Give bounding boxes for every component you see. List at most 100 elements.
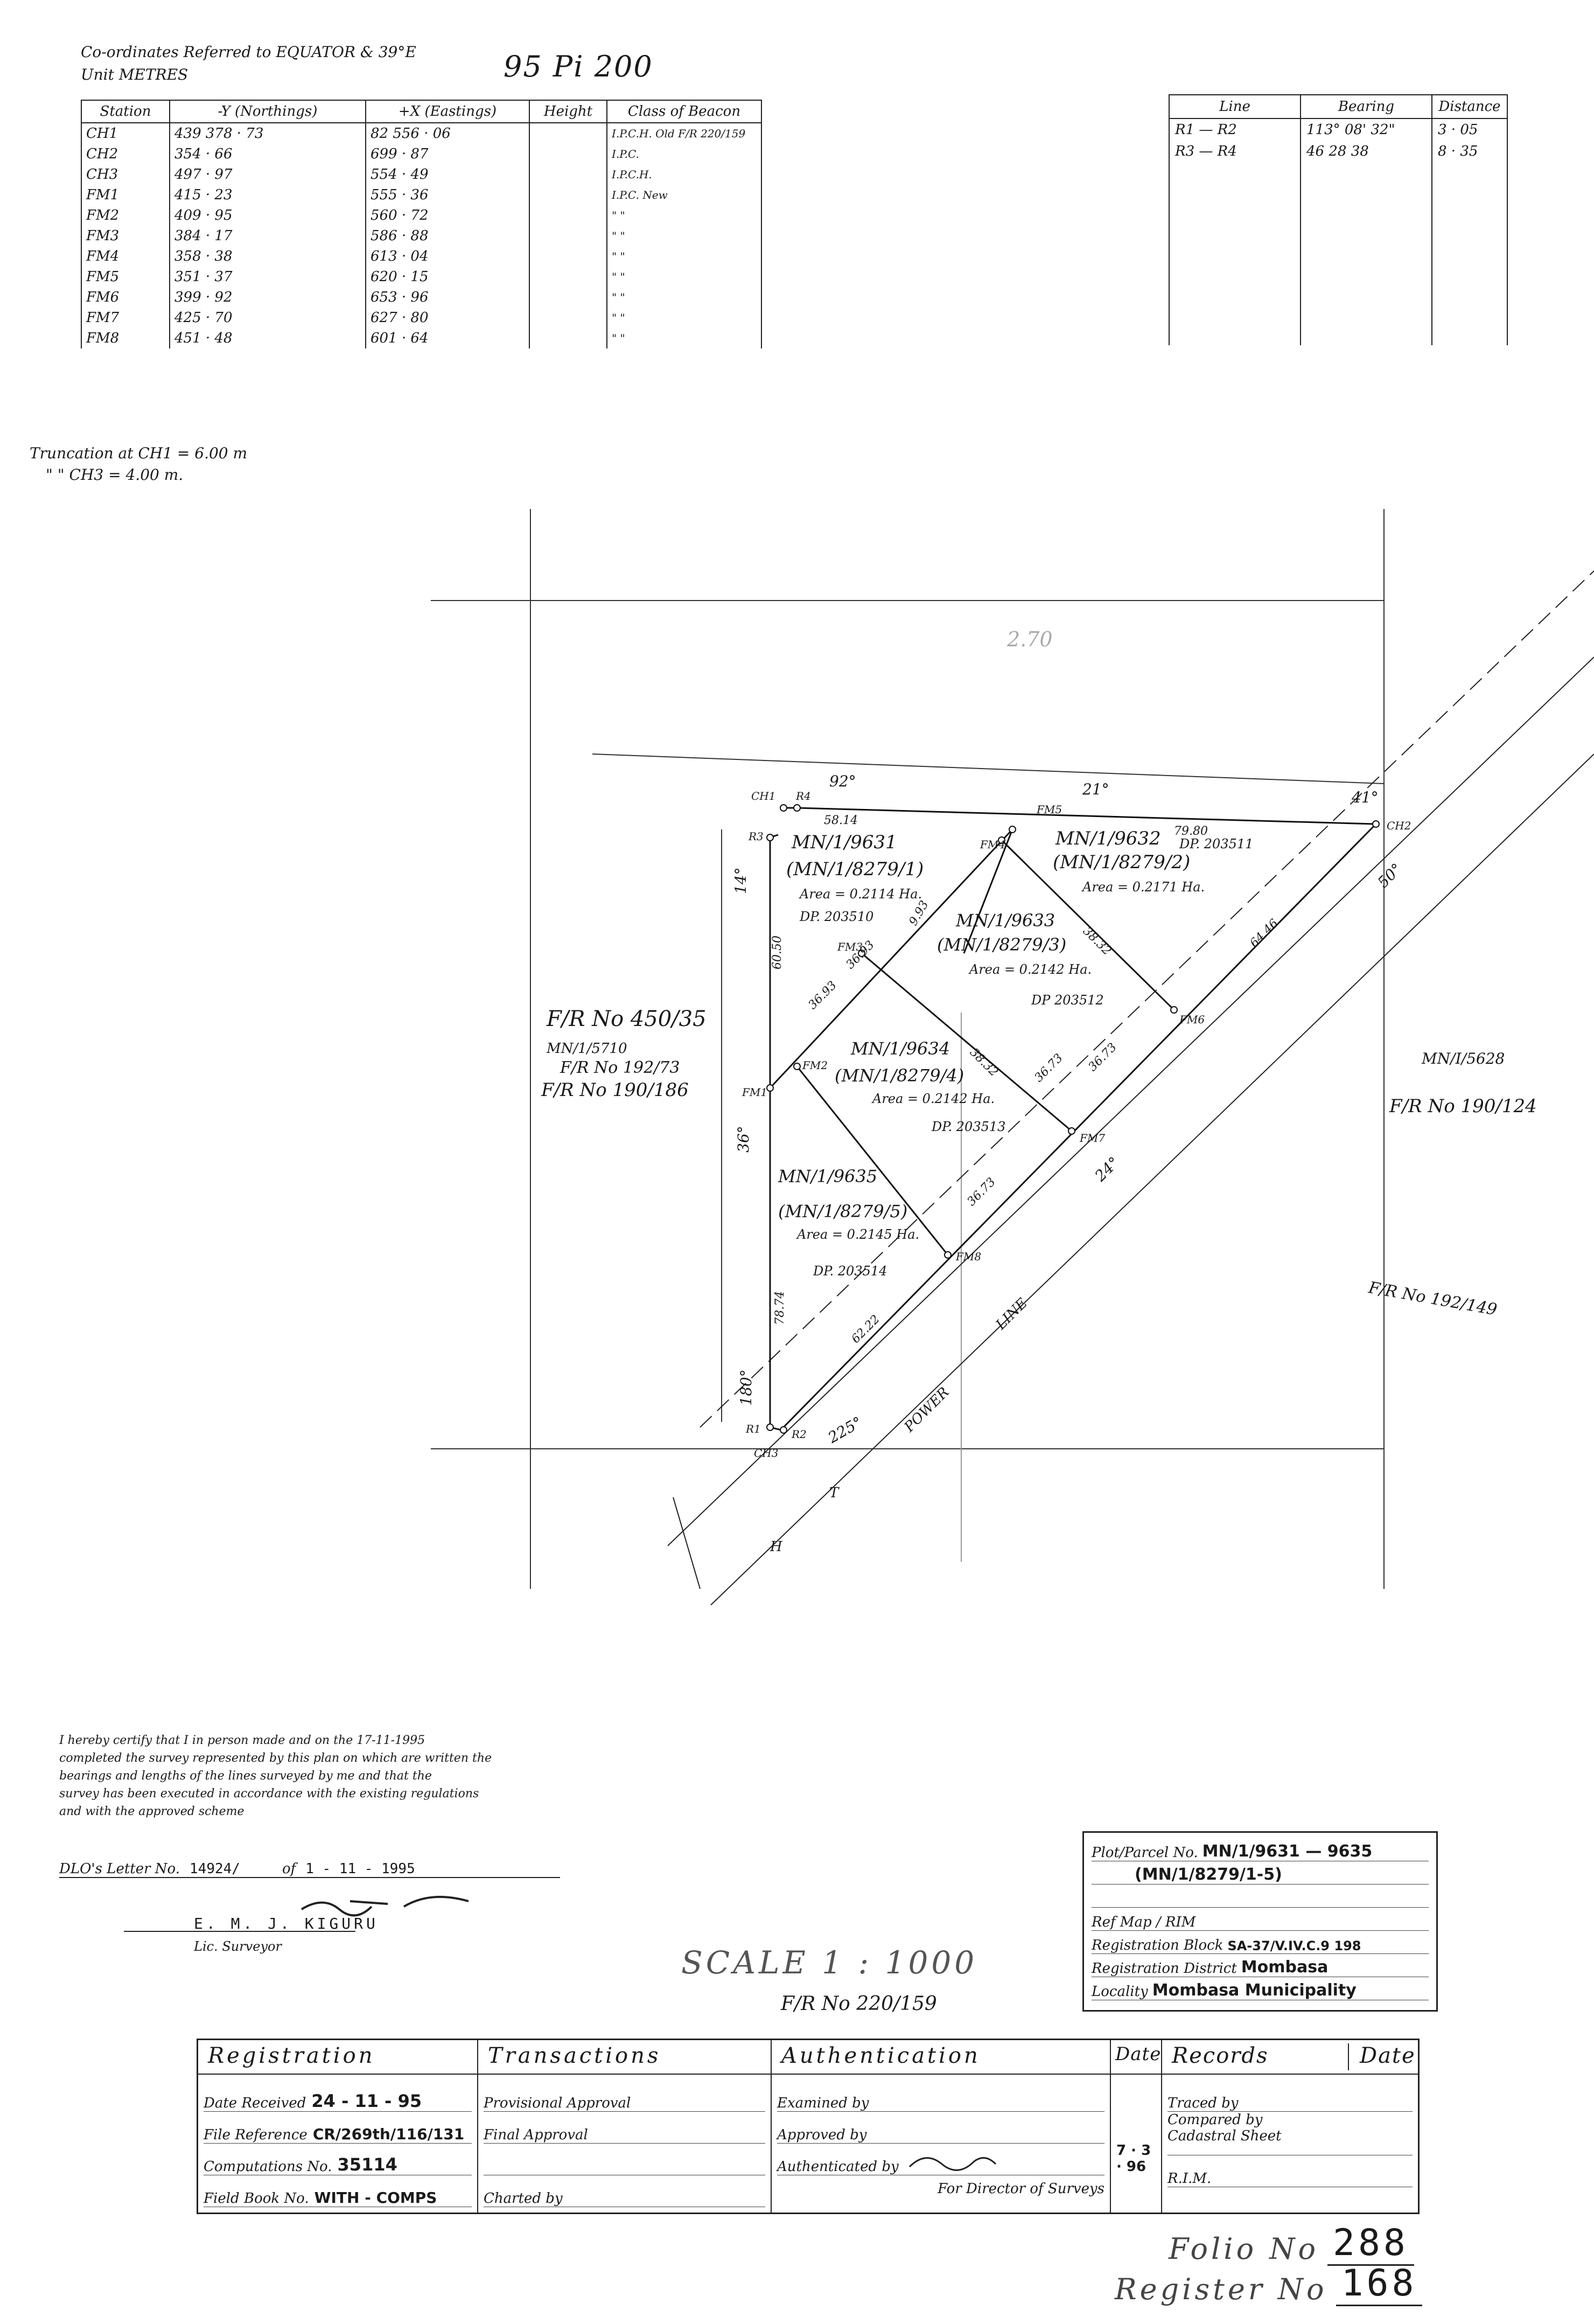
date-head: Date xyxy=(1111,2040,1161,2075)
neighbour-east1: MN/I/5628 xyxy=(1421,1050,1505,1067)
mark-ch2 xyxy=(1372,820,1380,828)
brg-14: 14° xyxy=(732,867,750,894)
coord-cell-y: 354 · 66 xyxy=(169,144,366,164)
field-book-label: Field Book No. xyxy=(204,2190,309,2207)
provisional-line: Provisional Approval xyxy=(484,2080,765,2112)
coord-cell-beacon: " " xyxy=(606,205,762,226)
boundary-fm2-fm8 xyxy=(796,1066,949,1255)
faint-annotation: 2.70 xyxy=(1006,627,1053,651)
coordinates-table: Station -Y (Northings) +X (Eastings) Hei… xyxy=(81,100,762,348)
dlo-of: of xyxy=(282,1861,296,1877)
authentication-column: Authentication Examined by Approved by A… xyxy=(772,2040,1111,2213)
certificate-line3: bearings and lengths of the lines survey… xyxy=(59,1769,432,1783)
truncation-line1: Truncation at CH1 = 6.00 m xyxy=(30,444,248,462)
col-northings: -Y (Northings) xyxy=(169,100,366,123)
dlo-number: 14924/ xyxy=(190,1861,240,1877)
examined-line: Examined by xyxy=(777,2080,1104,2112)
coord-cell-height xyxy=(529,328,607,348)
records-head: Records xyxy=(1172,2043,1269,2068)
coord-cell-x: 82 556 · 06 xyxy=(365,123,530,144)
road-word-line: LINE xyxy=(992,1295,1031,1334)
label-fm7: FM7 xyxy=(1079,1132,1105,1144)
bearing-distance: 8 · 35 xyxy=(1431,141,1508,162)
coord-cell-y: 399 · 92 xyxy=(169,287,366,308)
label-fm8: FM8 xyxy=(955,1250,981,1263)
dim-hyp: 62.22 xyxy=(849,1313,883,1346)
parcel-9632-dp: DP. 203511 xyxy=(1179,836,1253,852)
dim-diag3: 36.73 xyxy=(965,1175,998,1209)
coord-cell-y: 497 · 97 xyxy=(169,164,366,185)
power-line-road xyxy=(667,570,1594,1606)
file-ref-line: File Reference CR/269th/116/131 xyxy=(204,2112,472,2144)
records-date-head: Date xyxy=(1348,2043,1415,2070)
approved-line: Approved by xyxy=(777,2112,1104,2144)
col-height: Height xyxy=(529,100,607,123)
coord-cell-height xyxy=(529,123,607,144)
parcel-9631-old: (MN/1/8279/1) xyxy=(786,859,924,880)
coord-cell-height xyxy=(529,267,607,287)
truncation-line2: " " CH3 = 4.00 m. xyxy=(46,466,184,484)
mark-fm8 xyxy=(944,1251,952,1259)
neighbour-east3: F/R No 192/149 xyxy=(1367,1278,1499,1320)
mark-fm4 xyxy=(998,836,1005,844)
mark-fm6 xyxy=(1170,1006,1178,1014)
coord-cell-y: 358 · 38 xyxy=(169,246,366,267)
file-ref-label: File Reference xyxy=(204,2127,307,2143)
surveyor-signature xyxy=(300,1896,469,1917)
dlo-letter-line: DLO's Letter No. 14924/ of 1 - 11 - 1995 xyxy=(59,1861,560,1878)
mark-r3 xyxy=(766,834,774,841)
date-received-value: 24 - 11 - 95 xyxy=(311,2091,422,2111)
brg-50: 50° xyxy=(1374,860,1406,891)
blank-line xyxy=(1092,1885,1429,1908)
neighbour-east2: F/R No 190/124 xyxy=(1389,1095,1537,1117)
parcel-9631-no: MN/1/9631 xyxy=(791,832,897,853)
mark-fm7 xyxy=(1068,1127,1075,1135)
file-ref-value: CR/269th/116/131 xyxy=(312,2125,465,2143)
boundary-fm4-fm6 xyxy=(1001,839,1175,1011)
road-word-power: POWER xyxy=(901,1384,953,1436)
coord-cell-station: FM5 xyxy=(81,267,170,287)
label-fm5: FM5 xyxy=(1036,803,1062,816)
parcel-9634-area: Area = 0.2142 Ha. xyxy=(871,1091,995,1106)
dim-hyp2: 64.46 xyxy=(1248,917,1281,950)
plan-number: 95 Pi 200 xyxy=(504,50,653,83)
dim-diag4: 36.73 xyxy=(1086,1041,1120,1074)
dim-inner2: 38.32 xyxy=(967,1046,1001,1079)
traced-label: Traced by xyxy=(1167,2095,1239,2111)
mark-r4 xyxy=(793,804,801,812)
bearing-line: R3 — R4 xyxy=(1169,141,1301,162)
mark-r2 xyxy=(780,1426,787,1434)
bearing-value: 46 28 38 xyxy=(1300,141,1432,162)
dim-inner1: 38.32 xyxy=(1080,925,1114,958)
folio-value: 288 xyxy=(1327,2222,1414,2266)
label-fm1: FM1 xyxy=(742,1086,767,1099)
coord-cell-station: FM6 xyxy=(81,287,170,308)
traced-line: Traced by xyxy=(1167,2080,1413,2112)
parcel-labels: MN/1/9631 (MN/1/8279/1) Area = 0.2114 Ha… xyxy=(778,828,1253,1279)
certificate-line5: and with the approved scheme xyxy=(59,1805,244,1818)
authenticated-label: Authenticated by xyxy=(777,2159,899,2175)
block-value: SA-37/V.IV.C.9 198 xyxy=(1227,1938,1361,1953)
brg-225: 225° xyxy=(824,1413,865,1447)
road-spur xyxy=(673,1497,701,1589)
label-fm4: FM4 xyxy=(980,838,1005,851)
coord-cell-x: 699 · 87 xyxy=(365,144,530,164)
block-line: Registration Block SA-37/V.IV.C.9 198 xyxy=(1092,1931,1429,1954)
signature-line xyxy=(124,1931,355,1932)
coord-cell-x: 560 · 72 xyxy=(365,205,530,226)
dim-top: 58.14 xyxy=(824,814,858,827)
coordinates-header-row: Station -Y (Northings) +X (Eastings) Hei… xyxy=(81,100,762,123)
dim-top2: 79.80 xyxy=(1174,825,1208,838)
provisional-label: Provisional Approval xyxy=(484,2095,631,2111)
coord-cell-station: FM3 xyxy=(81,226,170,246)
coord-cell-height xyxy=(529,185,607,205)
neighbour-labels: F/R No 450/35 MN/1/5710 F/R No 192/73 F/… xyxy=(541,1007,1537,1320)
coord-cell-height xyxy=(529,308,607,328)
boundary-fm3-fm7 xyxy=(861,952,1072,1132)
compared-line: Compared by Cadastral Sheet xyxy=(1167,2112,1413,2155)
folio-label: Folio No xyxy=(1169,2232,1319,2266)
